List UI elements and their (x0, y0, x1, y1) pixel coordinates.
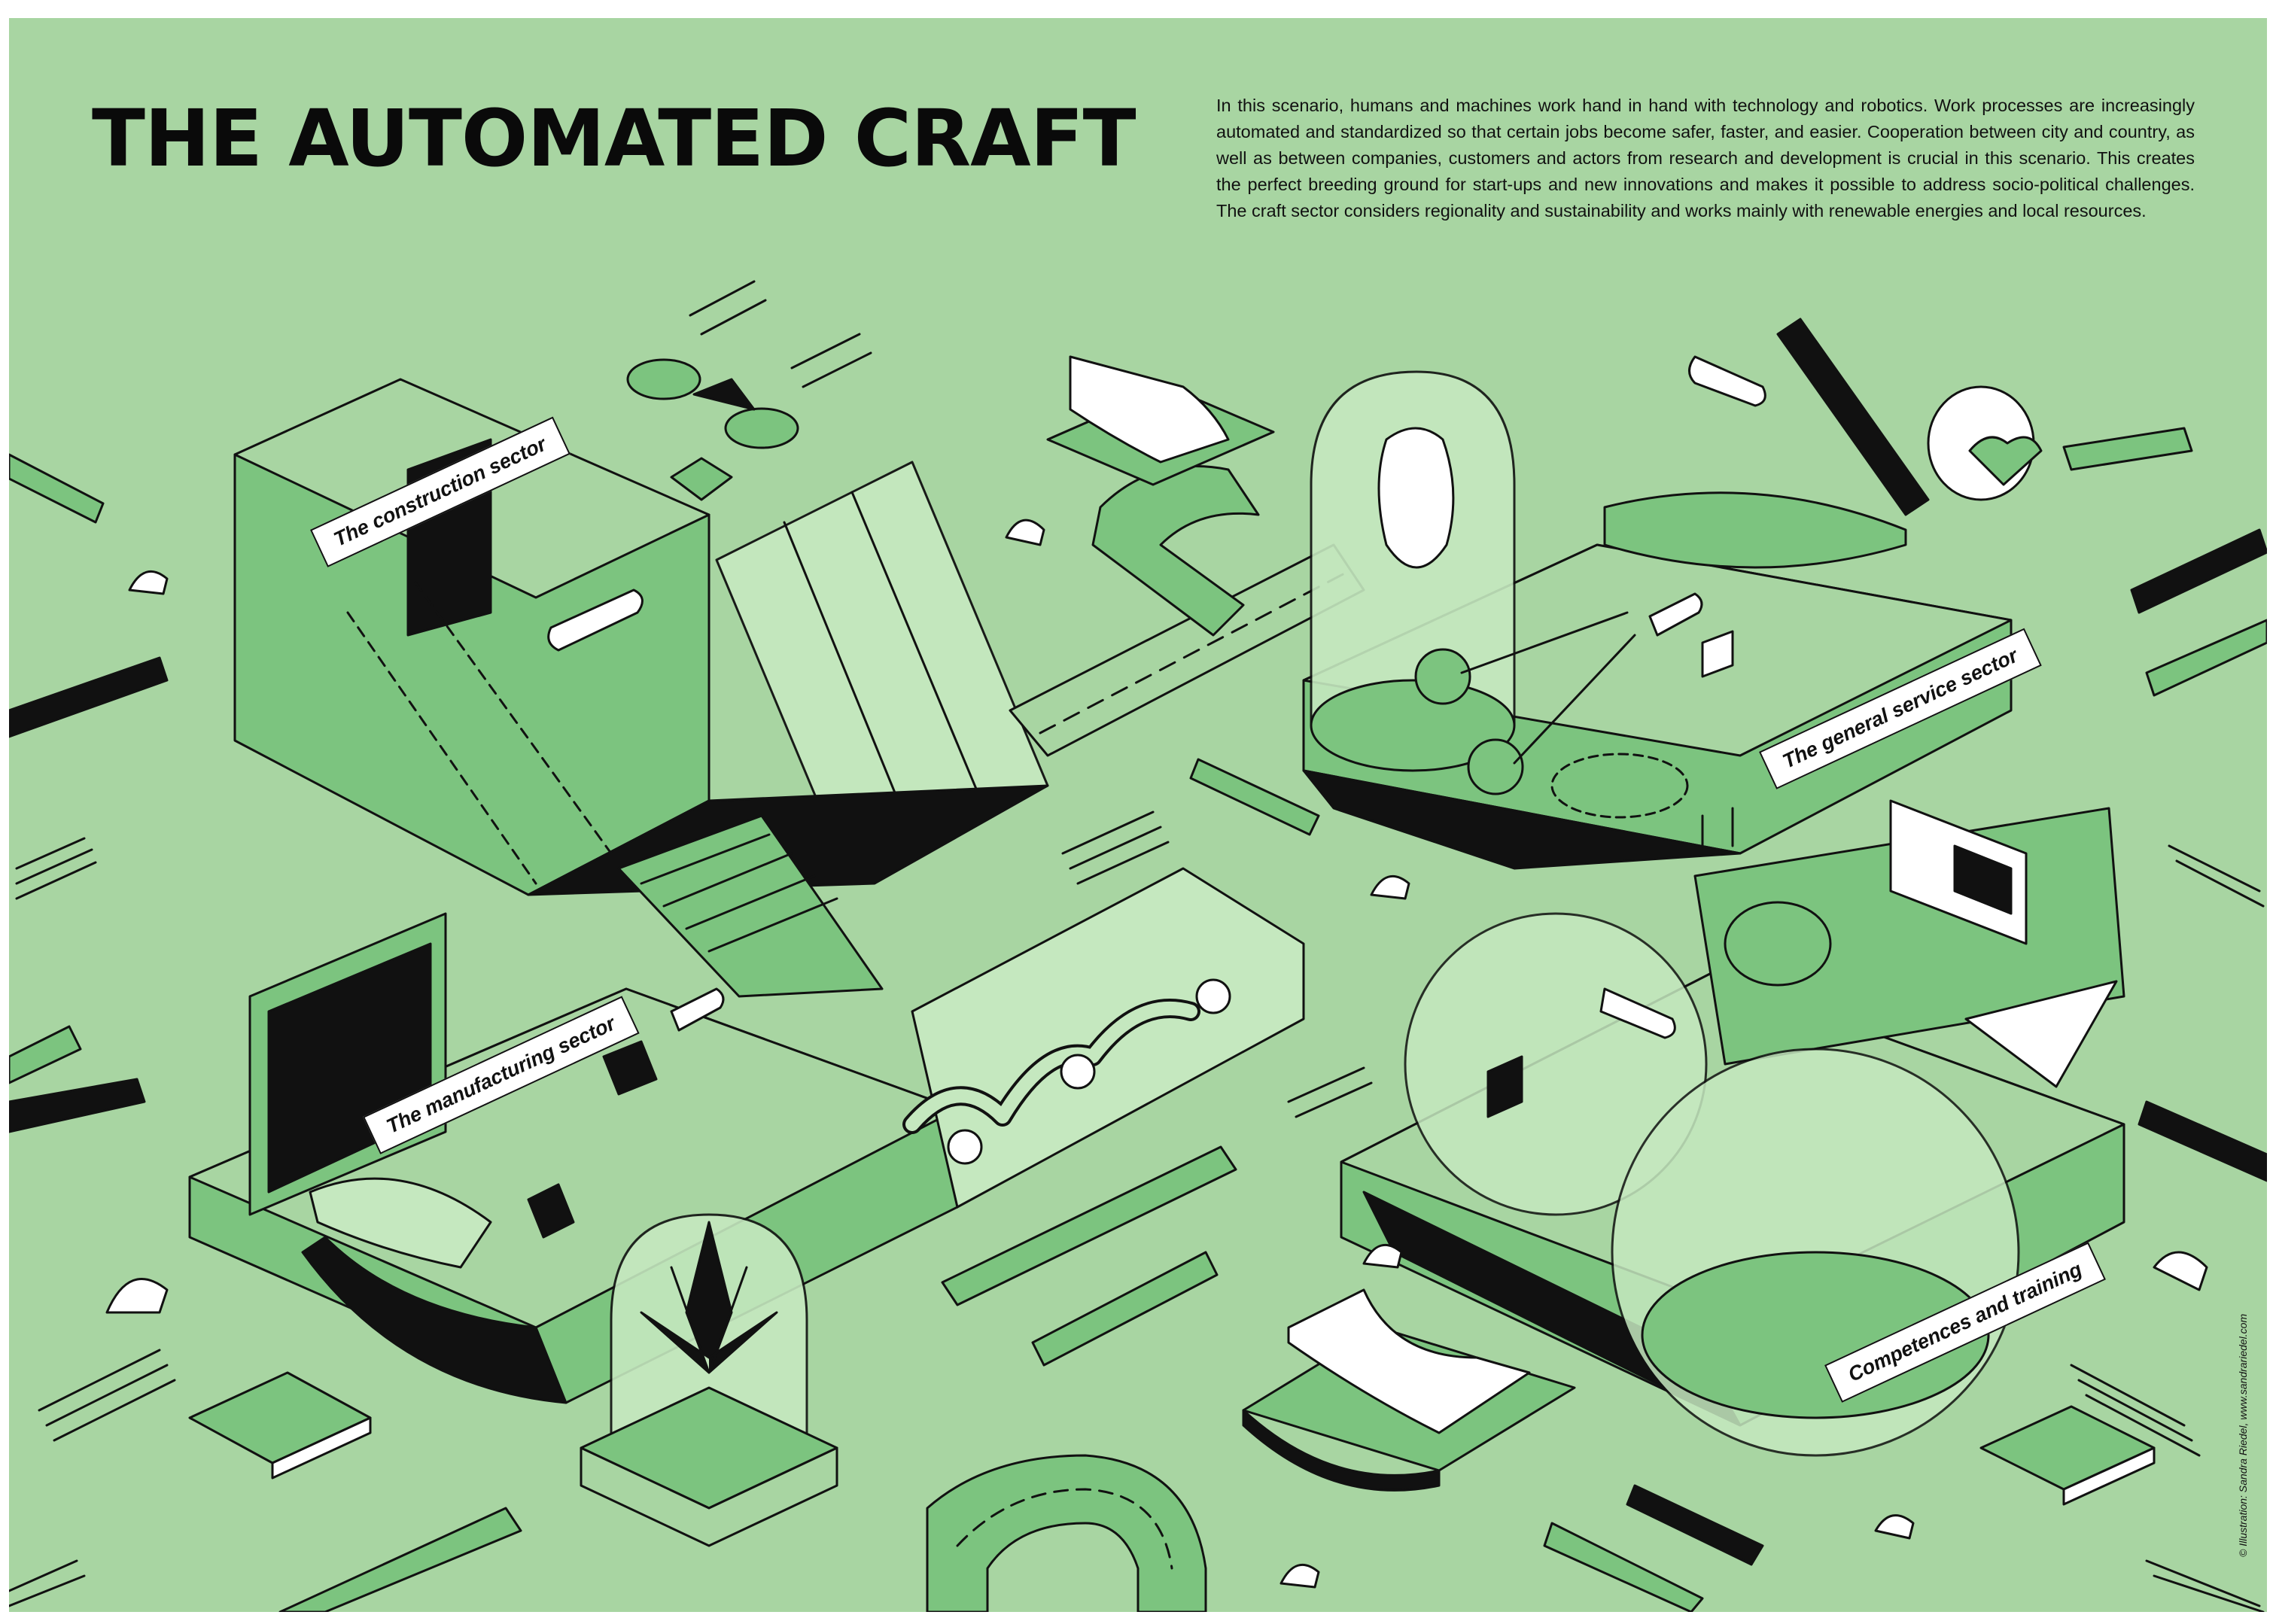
island-scene (1242, 1288, 1576, 1492)
books (188, 1371, 2156, 1506)
map-tile (1046, 355, 1275, 486)
poster-title: THE AUTOMATED CRAFT (92, 93, 1136, 184)
hatch-lines (9, 810, 2265, 1612)
road (1009, 465, 1365, 757)
decorative-cylinders (9, 427, 2267, 1612)
speech-bubbles (547, 355, 1766, 1039)
small-plants (105, 519, 2208, 1589)
intro-paragraph: In this scenario, humans and machines wo… (1216, 96, 2195, 220)
drone (626, 280, 872, 501)
service-block (1302, 318, 2043, 870)
construction-block (233, 378, 1049, 998)
isometric-illustration (9, 280, 2267, 1612)
poster: THE AUTOMATED CRAFT In this scenario, hu… (9, 18, 2267, 1612)
manufacturing-block (188, 867, 1305, 1547)
illustration-credit: © Illustration: Sandra Riedel, www.sandr… (2237, 1313, 2249, 1557)
bottom-loop (926, 1454, 1207, 1612)
